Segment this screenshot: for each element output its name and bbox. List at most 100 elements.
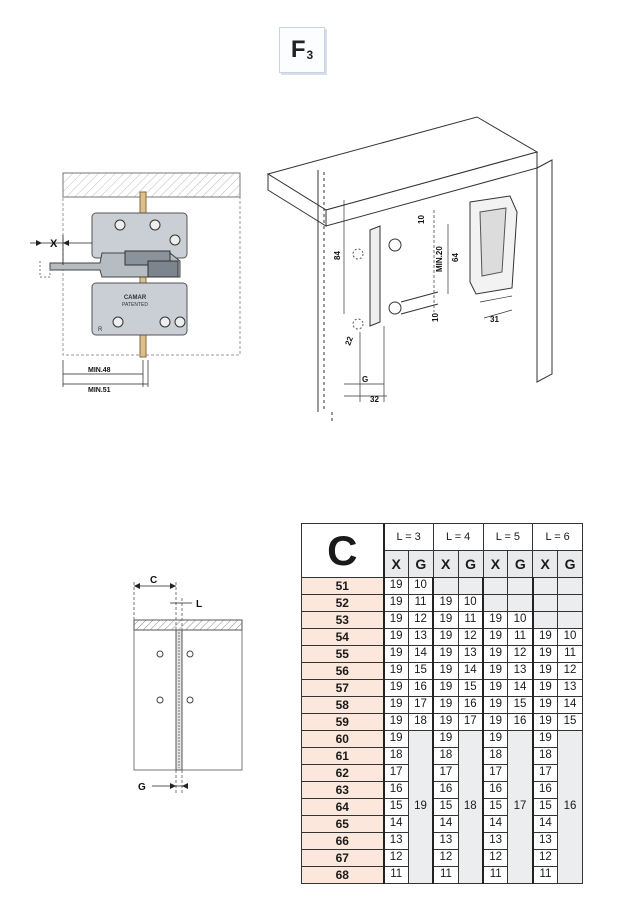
table-cell-x: 14 [482,815,509,833]
table-cell-x: 19 [432,594,459,612]
door-front-view-drawing: C L G [133,575,243,794]
dim-32-label: 32 [370,395,379,404]
table-cell-g: 14 [557,696,583,714]
table-cell-g: 16 [457,696,484,714]
row-c-value: 58 [301,696,385,714]
row-c-value: 52 [301,594,385,612]
table-cell-x: 12 [382,849,409,867]
group-header-l4: L = 4 [432,523,484,551]
table-cell-x: 19 [382,645,409,663]
table-cell-x: 19 [382,713,409,731]
table-cell-x: 13 [482,832,509,850]
dim-c-label: C [150,575,157,586]
table-cell-x: 11 [382,866,409,884]
table-cell-x: 19 [382,662,409,680]
table-cell-x: 18 [432,747,459,765]
table-cell-x: 19 [432,730,459,748]
table-cell-x: 18 [382,747,409,765]
table-cell-x: 19 [382,611,409,629]
table-cell-x: 19 [382,679,409,697]
subhead-g: G [557,550,583,578]
table-cell-x [482,594,509,612]
table-cell-g: 18 [407,713,434,731]
table-cell-g: 14 [457,662,484,680]
row-c-value: 55 [301,645,385,663]
table-cell-g-merged: 17 [507,730,534,884]
table-cell-x: 19 [382,628,409,646]
table-cell-x: 17 [432,764,459,782]
table-cell-x: 15 [432,798,459,816]
table-cell-g: 17 [407,696,434,714]
row-c-value: 60 [301,730,385,748]
table-cell-x: 19 [531,713,559,731]
hinge-mechanism-drawing: CAMAR PATENTED R X MIN.48 MIN.51 [30,172,241,394]
table-cell-x: 19 [531,645,559,663]
table-cell-g: 12 [457,628,484,646]
table-cell-g: 12 [557,662,583,680]
table-cell-x: 19 [482,662,509,680]
subhead-x: X [432,550,459,578]
table-cell-g: 15 [457,679,484,697]
row-c-value: 67 [301,849,385,867]
dim-g-bottom-label: G [138,782,146,793]
table-cell-g: 13 [507,662,534,680]
subhead-g: G [407,550,434,578]
group-header-l3: L = 3 [383,523,434,551]
row-c-value: 64 [301,798,385,816]
table-cell-x: 19 [432,628,459,646]
subhead-x: X [532,550,559,578]
table-cell-x: 19 [382,730,409,748]
row-c-value: 51 [301,577,385,595]
table-cell-x [432,577,459,595]
table-cell-g: 13 [557,679,583,697]
table-cell-x: 19 [482,611,509,629]
page-title: F [290,36,306,63]
table-cell-x: 13 [432,832,459,850]
table-cell-g: 11 [507,628,534,646]
table-cell-g-merged: 18 [457,730,484,884]
table-cell-g: 14 [507,679,534,697]
table-cell-g: 11 [407,594,434,612]
table-cell-x: 19 [482,628,509,646]
table-cell-x: 19 [432,662,459,680]
table-cell-g: 13 [407,628,434,646]
table-cell-x: 19 [482,696,509,714]
table-cell-x: 19 [482,730,509,748]
row-c-value: 65 [301,815,385,833]
subhead-x: X [383,550,409,578]
table-cell-x: 15 [531,798,559,816]
table-cell-x [482,577,509,595]
table-cell-x: 19 [432,679,459,697]
table-corner-c: C [301,523,385,578]
table-cell-x: 19 [432,611,459,629]
table-cell-x: 19 [382,577,409,595]
dim-64-label: 64 [451,253,460,262]
table-cell-x: 19 [482,679,509,697]
table-cell-g [557,577,583,595]
table-cell-g-merged: 19 [407,730,434,884]
table-cell-g-merged: 16 [557,730,583,884]
table-cell-x: 12 [531,849,559,867]
table-cell-x: 17 [382,764,409,782]
subhead-g: G [507,550,534,578]
table-cell-x: 19 [432,645,459,663]
table-cell-x: 14 [432,815,459,833]
table-cell-g: 10 [557,628,583,646]
table-cell-g: 10 [407,577,434,595]
table-cell-x: 16 [432,781,459,799]
table-cell-x: 19 [531,730,559,748]
table-cell-g [457,577,484,595]
table-cell-x: 19 [382,594,409,612]
